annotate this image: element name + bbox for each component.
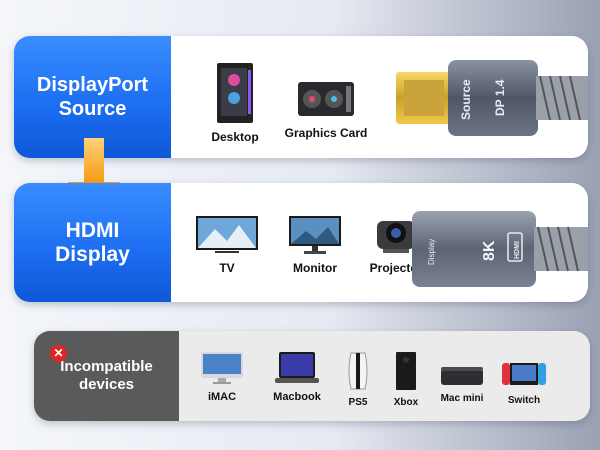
imac-label: iMAC [207, 391, 237, 403]
macbook-icon [275, 352, 319, 383]
desktop-tower-icon [217, 63, 253, 123]
graphics-card-item: Graphics Card [274, 76, 378, 140]
imac-item: iMAC [194, 351, 250, 403]
desktop-item: Desktop [200, 62, 270, 144]
xbox-item: Xbox [384, 351, 428, 408]
incompatible-title-line1: Incompatible [60, 358, 153, 375]
display-panel: HDMI Display TV Monitor Projector [14, 183, 588, 302]
graphics-card-label: Graphics Card [284, 126, 368, 140]
desktop-label: Desktop [211, 130, 259, 144]
macbook-item: Macbook [262, 351, 332, 403]
source-title-line2: Source [58, 98, 127, 120]
ps5-label: PS5 [348, 397, 368, 408]
hdmi-connector-icon: Display 8K HDMI [412, 211, 588, 287]
connector-dp-text: DP 1.4 [493, 79, 507, 116]
xbox-label: Xbox [393, 397, 419, 408]
connector-hdmi-text: HDMI [514, 241, 521, 259]
incompatible-title: ✕ Incompatible devices [34, 331, 179, 421]
source-title-line1: DisplayPort [36, 74, 149, 96]
monitor-icon [289, 216, 341, 254]
ps5-icon [348, 352, 368, 390]
connector-8k-text: 8K [481, 240, 498, 261]
display-title-line2: Display [55, 242, 130, 266]
macbook-label: Macbook [273, 391, 321, 403]
mac-mini-label: Mac mini [440, 393, 484, 404]
switch-label: Switch [507, 395, 541, 406]
connector-source-text: Source [459, 79, 473, 120]
monitor-item: Monitor [278, 215, 352, 275]
close-icon: ✕ [50, 345, 67, 362]
projector-item: Projector [354, 213, 438, 275]
incompatible-panel: ✕ Incompatible devices iMAC Macbook PS5 [34, 331, 590, 421]
ps5-item: PS5 [336, 351, 380, 408]
switch-item: Switch [498, 355, 550, 406]
switch-icon [502, 363, 546, 385]
connector-display-text: Display [427, 239, 436, 265]
mac-mini-item: Mac mini [434, 361, 490, 404]
xbox-icon [396, 352, 416, 390]
monitor-label: Monitor [293, 261, 337, 275]
imac-icon [201, 352, 243, 384]
display-title: HDMI Display [14, 183, 171, 302]
source-panel: DisplayPort Source Desktop Graphics Card [14, 36, 588, 158]
incompatible-title-line2: devices [78, 376, 135, 393]
tv-item: TV [192, 215, 262, 275]
graphics-card-icon [298, 82, 354, 116]
tv-label: TV [219, 261, 235, 275]
displayport-connector-icon: Source DP 1.4 [396, 60, 588, 136]
projector-label: Projector [369, 261, 423, 275]
source-title: DisplayPort Source [14, 36, 171, 158]
projector-icon [377, 221, 415, 253]
tv-icon [196, 216, 258, 253]
display-title-line1: HDMI [65, 218, 120, 242]
mac-mini-icon [441, 367, 483, 385]
